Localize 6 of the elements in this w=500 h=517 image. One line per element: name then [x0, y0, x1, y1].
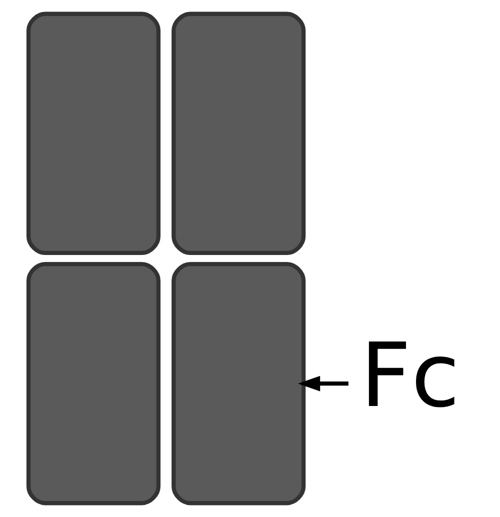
node-text: Fc: [360, 324, 460, 427]
node-box: [26, 12, 161, 256]
node-box: [172, 12, 306, 256]
node-box: [26, 262, 161, 506]
arrow: [298, 376, 348, 392]
node-box: [172, 262, 306, 506]
